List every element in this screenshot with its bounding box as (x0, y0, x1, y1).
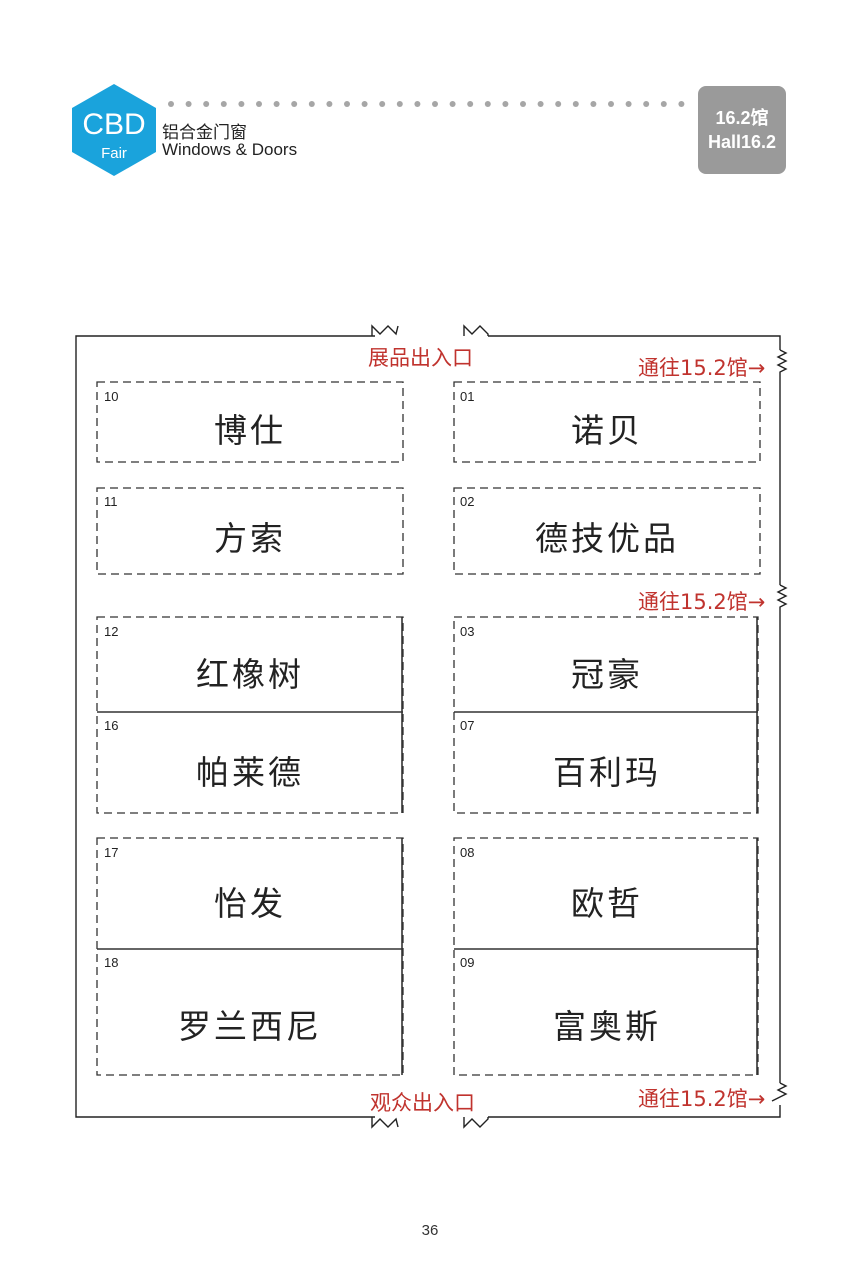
booth-number: 17 (104, 845, 119, 860)
header-dot (537, 101, 544, 107)
booth-name: 怡发 (214, 884, 286, 923)
booth-name: 帕莱德 (196, 753, 304, 792)
header-dot (256, 101, 262, 107)
header-dot (643, 101, 650, 107)
booth-name: 罗兰西尼 (178, 1007, 322, 1046)
header-dot (361, 101, 368, 107)
booth-number: 03 (460, 624, 475, 639)
to-hall-15-2-label: 通往15.2馆→ (638, 356, 766, 380)
booth-number: 11 (104, 494, 118, 509)
booth-01-outline (453, 381, 761, 463)
hall-english: Hall16.2 (707, 132, 777, 152)
booth-number: 09 (460, 955, 475, 970)
booth-name: 德技优品 (535, 519, 679, 558)
category-english: Windows & Doors (162, 140, 298, 159)
booth-10-outline (96, 381, 404, 463)
booth-name: 富奥斯 (553, 1007, 661, 1046)
header-dot (608, 101, 614, 107)
booth-name: 红橡树 (196, 655, 304, 694)
booth-number: 02 (460, 494, 475, 509)
booth-number: 16 (104, 718, 119, 733)
to-hall-15-2-label: 通往15.2馆→ (638, 1087, 766, 1111)
booth-name: 冠豪 (571, 655, 643, 694)
header-dot (308, 101, 315, 107)
header-dot (432, 101, 438, 107)
booth-17-18-outline (96, 837, 404, 1076)
booth-02-outline (453, 487, 761, 575)
header-dot (203, 101, 210, 107)
booth-number: 18 (104, 955, 119, 970)
booth-11-outline (96, 487, 404, 575)
booth-03-07-outline (453, 616, 759, 814)
logo-sub-text: Fair (101, 145, 127, 162)
category-chinese: 铝合金门窗 (162, 123, 247, 143)
header-dot (572, 101, 579, 107)
header-dot (291, 101, 298, 107)
header-dot (273, 101, 280, 107)
hall-wall (75, 324, 788, 1129)
header-dot (379, 101, 386, 107)
header-dot (467, 101, 474, 107)
header-dot (484, 101, 491, 107)
booth-number: 07 (460, 718, 475, 733)
booth-name: 博仕 (214, 411, 286, 450)
booth-08-09-outline (453, 837, 759, 1076)
booth-number: 12 (104, 624, 119, 639)
header-dot (344, 101, 350, 107)
to-hall-15-2-label: 通往15.2馆→ (638, 590, 766, 614)
booth-number: 10 (104, 389, 119, 404)
exhibit-entrance-label: 展品出入口 (368, 346, 473, 370)
hall-badge: 16.2馆 Hall16.2 (698, 86, 786, 174)
header-dot (678, 101, 685, 107)
booth-outlines (96, 381, 761, 1076)
header-dot (238, 101, 245, 107)
header-dot (660, 101, 667, 107)
booth-name: 方索 (214, 519, 286, 558)
visitor-entrance-label: 观众出入口 (370, 1091, 475, 1115)
header-dot (590, 101, 597, 107)
header-dot (449, 101, 456, 107)
header-dot (414, 101, 421, 107)
header-dot (326, 101, 333, 107)
booth-12-16-outline (96, 616, 404, 814)
header-dot (520, 101, 526, 107)
logo-main-text: CBD (82, 108, 145, 141)
booth-number: 01 (460, 389, 475, 404)
header-dot (555, 101, 562, 107)
hall-chinese: 16.2馆 (715, 108, 769, 128)
booth-name: 百利玛 (553, 753, 661, 792)
header-dot (396, 101, 403, 107)
header-dot (168, 101, 174, 107)
header-dot (502, 101, 509, 107)
booth-number: 08 (460, 845, 475, 860)
booth-name: 欧哲 (571, 884, 643, 923)
booth-name: 诺贝 (571, 411, 643, 450)
header-dot (185, 101, 192, 107)
header-dotted-line (168, 101, 685, 107)
header-dot (625, 101, 632, 107)
page-number: 36 (421, 1222, 439, 1239)
cbd-fair-logo: CBD Fair (72, 84, 156, 176)
header-dot (220, 101, 227, 107)
